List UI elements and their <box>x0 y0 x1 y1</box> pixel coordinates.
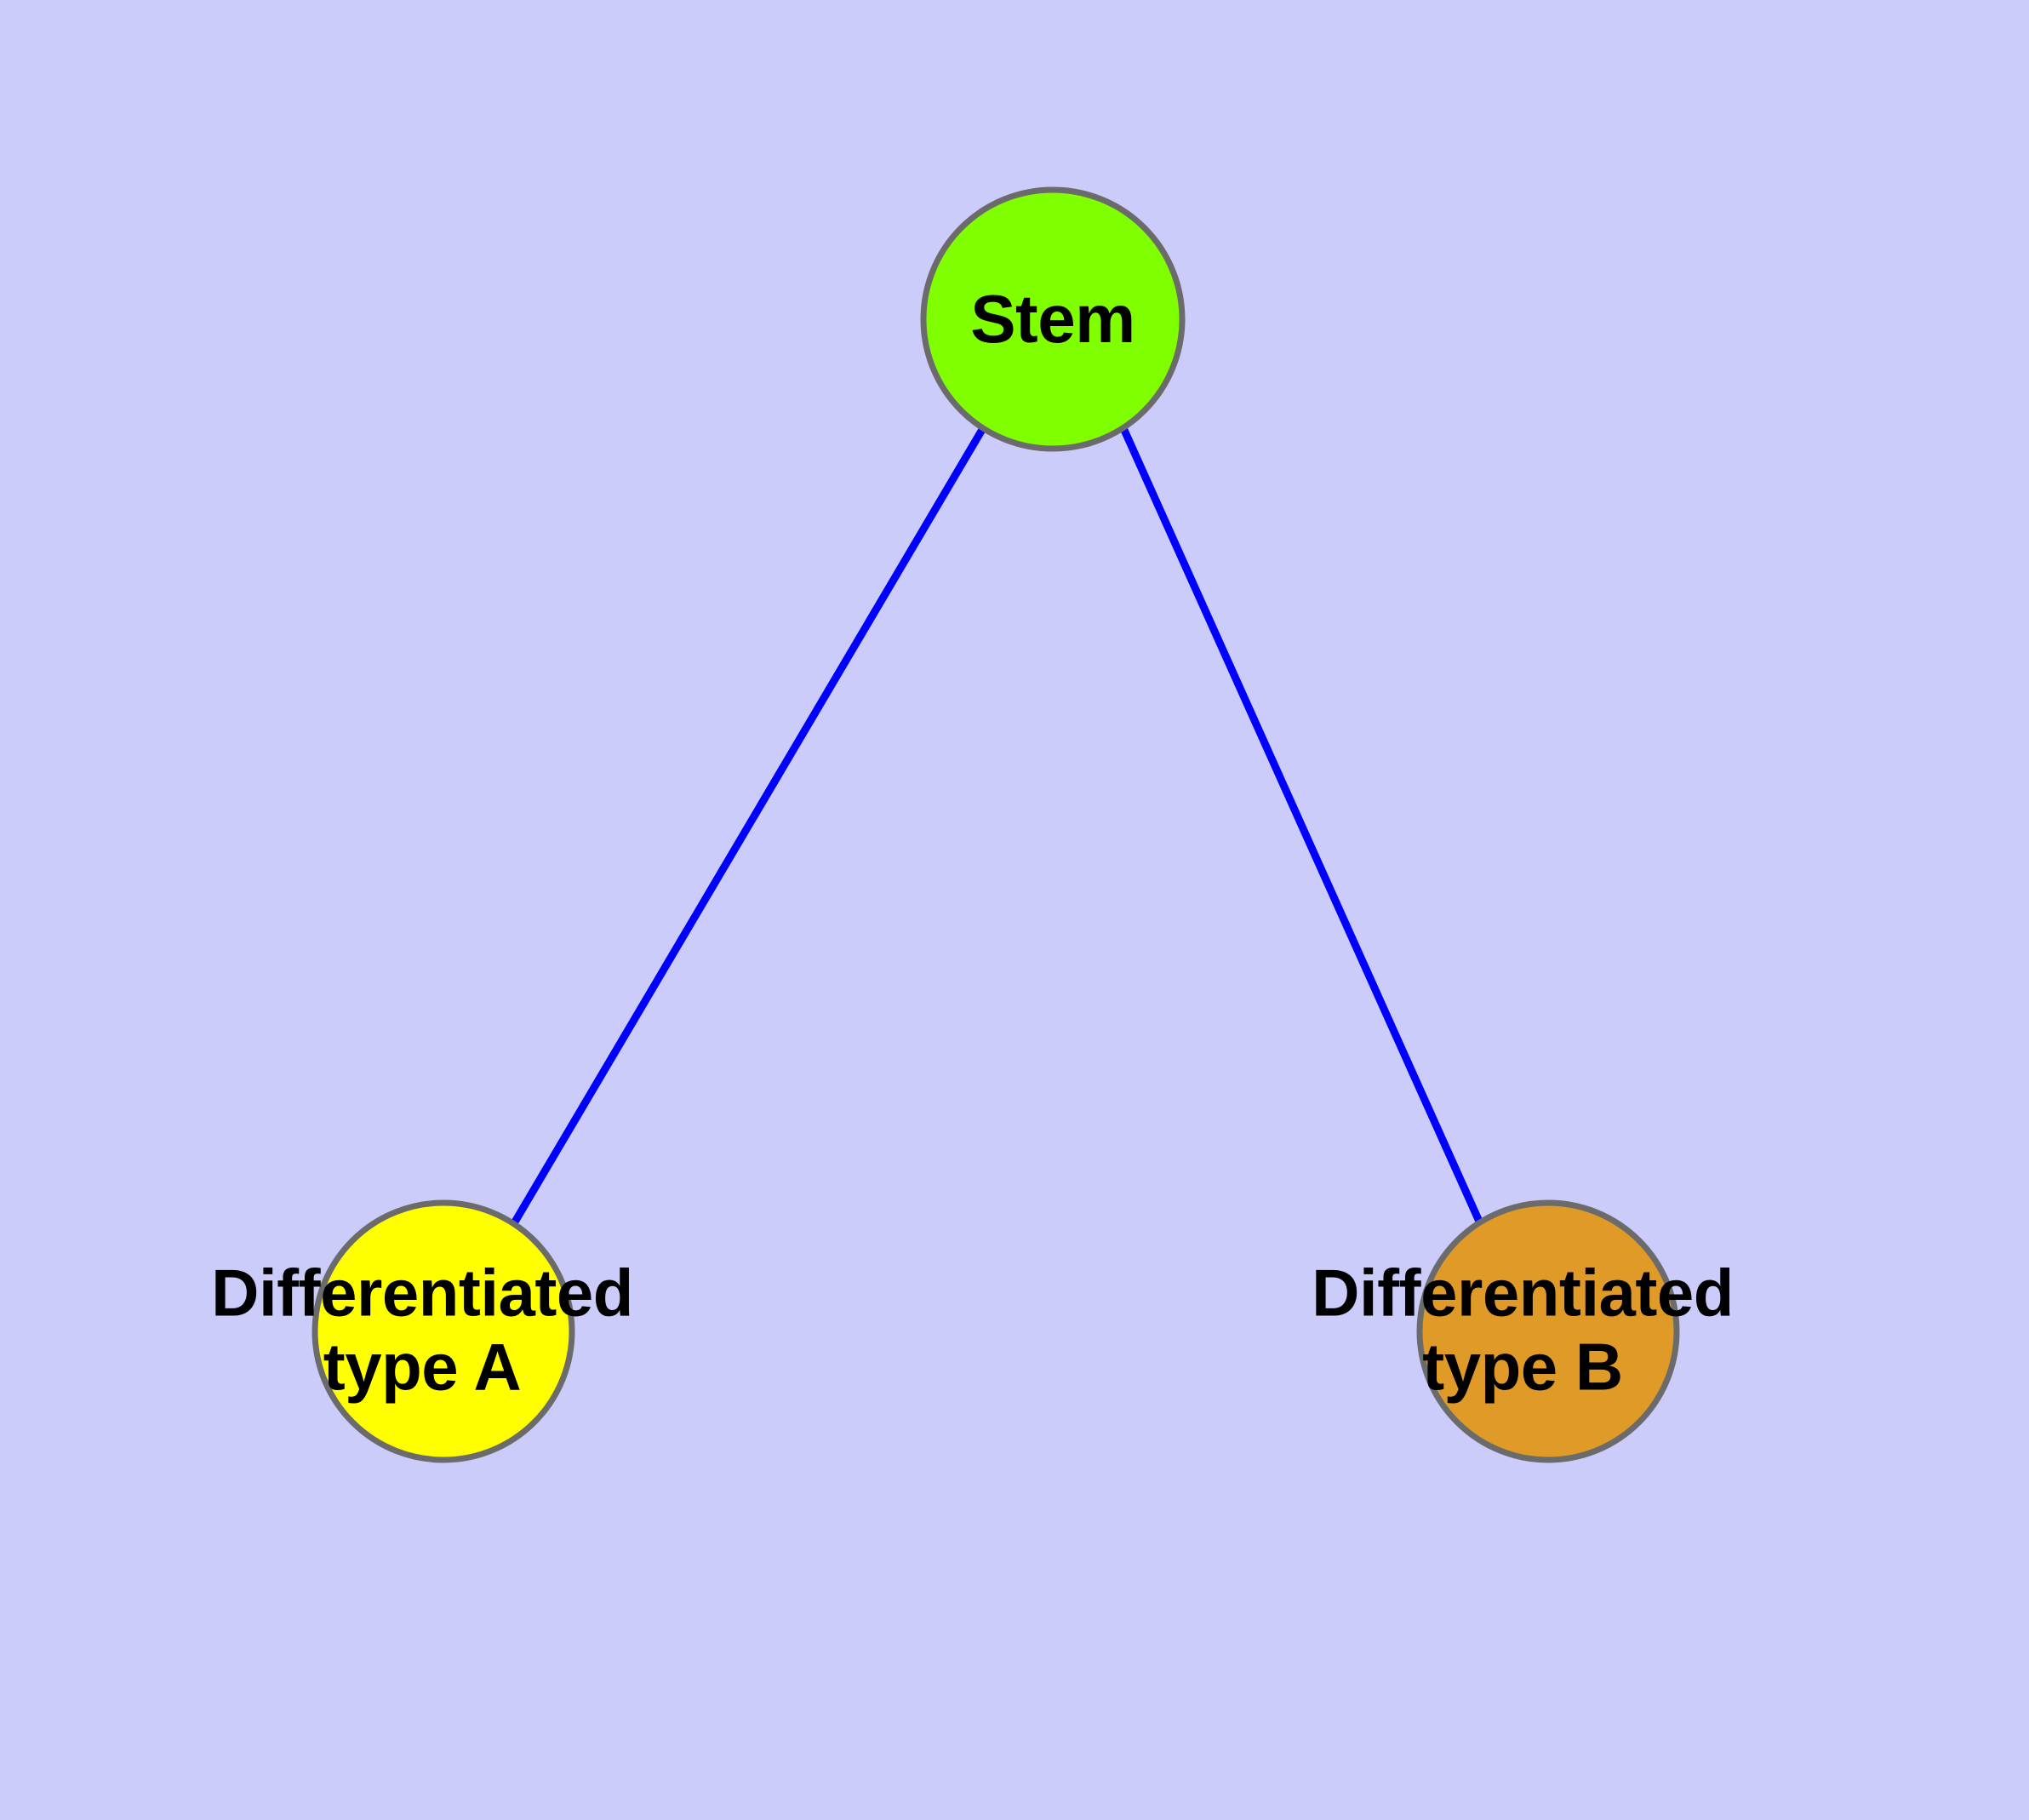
node-circle-diff-a[interactable] <box>311 1199 575 1463</box>
node-label-diff-b: Differentiated type B <box>1312 1255 1734 1405</box>
edge-stem-to-diff-b[interactable] <box>1119 426 1484 1225</box>
node-label-stem: Stem <box>970 281 1135 358</box>
node-label-diff-a: Differentiated type A <box>211 1255 633 1405</box>
edge-layer <box>511 426 1484 1226</box>
node-layer <box>311 186 1680 1463</box>
node-circle-diff-b[interactable] <box>1416 1199 1680 1463</box>
edge-stem-to-diff-a[interactable] <box>511 426 986 1226</box>
node-circle-stem[interactable] <box>920 186 1186 452</box>
